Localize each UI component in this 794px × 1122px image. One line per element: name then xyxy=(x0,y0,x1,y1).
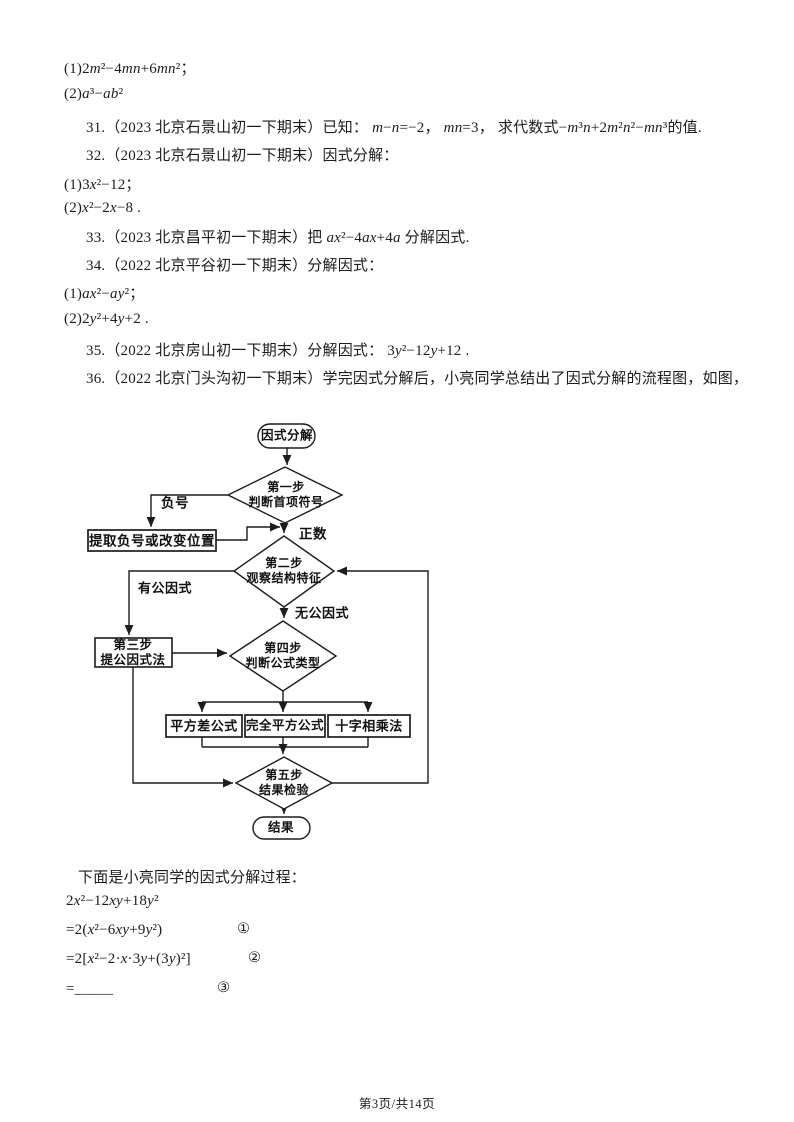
formula-text: (1)2m²−4mn+6mn²； xyxy=(64,61,196,77)
formula-text: 33.（2023 北京昌平初一下期末）把 ax²−4ax+4a 分解因式. xyxy=(86,230,470,246)
formula-text: (2)x²−2x−8 . xyxy=(64,200,142,216)
sq-diff-box-label: 平方差公式 xyxy=(170,718,238,734)
process-step-3: =_____ ③ xyxy=(66,980,230,998)
step5-diamond-label: 第五步 结果检验 xyxy=(258,768,310,797)
formula-text: (1)3x²−12； xyxy=(64,177,141,193)
perfect-sq-box-label: 完全平方公式 xyxy=(245,718,325,733)
step5-diamond xyxy=(234,756,334,810)
perfect-sq-box xyxy=(244,714,326,738)
process-step-1: =2(x²−6xy+9y²) ① xyxy=(66,921,250,939)
exercise-line: 35.（2022 北京房山初一下期末）分解因式： 3y²−12y+12 . xyxy=(86,339,469,360)
formula-text: (2)a³−ab² xyxy=(64,86,124,102)
start-terminator xyxy=(257,423,316,449)
step4-diamond-label: 第四步 判断公式类型 xyxy=(245,641,321,670)
formula-text: =2[x²−2·x·3y+(3y)²] xyxy=(66,951,191,967)
cross-mult-box-label: 十字相乘法 xyxy=(335,718,403,734)
process-step-2: =2[x²−2·x·3y+(3y)²] ② xyxy=(66,950,261,968)
has-common-factor-label: 有公因式 xyxy=(137,580,193,596)
extract-negative-box xyxy=(87,529,217,552)
exercise-line: 31.（2023 北京石景山初一下期末）已知： m−n=−2， mn=3， 求代… xyxy=(86,116,702,137)
start-terminator-label: 因式分解 xyxy=(260,428,314,443)
step3-box xyxy=(94,637,173,668)
formula-text: =2(x²−6xy+9y²) xyxy=(66,922,163,938)
connector-common-factor-branch xyxy=(124,570,234,635)
connector-split-bar xyxy=(202,691,368,703)
intro-text: 下面是小亮同学的因式分解过程： xyxy=(78,870,307,886)
exercise-line: (2)2y²+4y+2 . xyxy=(64,311,149,328)
no-common-factor-label: 无公因式 xyxy=(294,605,350,621)
positive-branch-label: 正数 xyxy=(299,526,327,542)
step-number-badge: ② xyxy=(248,950,262,966)
step3-box-label: 第三步 提公因式法 xyxy=(100,638,166,667)
connector-merge-bar xyxy=(201,737,369,748)
end-terminator-label: 结果 xyxy=(267,820,295,835)
formula-text: 31.（2023 北京石景山初一下期末）已知： m−n=−2， mn=3， 求代… xyxy=(86,120,702,136)
formula-text: 35.（2022 北京房山初一下期末）分解因式： 3y²−12y+12 . xyxy=(86,343,470,359)
step4-diamond xyxy=(228,620,338,692)
exercise-line: 32.（2023 北京石景山初一下期末）因式分解： xyxy=(86,144,399,165)
process-expression: 2x²−12xy+18y² xyxy=(66,893,159,910)
exercise-line: (1)ax²−ay²； xyxy=(64,282,144,303)
formula-text: 34.（2022 北京平谷初一下期末）分解因式： xyxy=(86,258,384,274)
formula-text: 36.（2022 北京门头沟初一下期末）学完因式分解后，小亮同学总结出了因式分解… xyxy=(86,371,749,387)
step1-diamond xyxy=(226,466,344,524)
negative-branch-label: 负号 xyxy=(161,495,189,511)
formula-text: (2)2y²+4y+2 . xyxy=(64,311,149,327)
extract-negative-label: 提取负号或改变位置 xyxy=(89,533,215,549)
exercise-line: (1)2m²−4mn+6mn²； xyxy=(64,57,196,78)
exercise-line: 34.（2022 北京平谷初一下期末）分解因式： xyxy=(86,254,383,275)
end-terminator xyxy=(252,816,311,840)
step2-diamond xyxy=(232,535,336,608)
exercise-line: (1)3x²−12； xyxy=(64,173,141,194)
step1-diamond-label: 第一步 判断首项符号 xyxy=(248,480,324,509)
exercise-line: (2)x²−2x−8 . xyxy=(64,200,141,217)
formula-text: 32.（2023 北京石景山初一下期末）因式分解： xyxy=(86,148,399,164)
connector-feedback-loop xyxy=(332,566,429,784)
step-number-badge: ③ xyxy=(217,980,231,996)
sq-diff-box xyxy=(165,714,243,738)
connector-extract-return xyxy=(216,522,280,541)
connector-negative-branch xyxy=(146,494,228,527)
exercise-line: (2)a³−ab² xyxy=(64,86,123,103)
cross-mult-box xyxy=(327,714,411,738)
exercise-line: 33.（2023 北京昌平初一下期末）把 ax²−4ax+4a 分解因式. xyxy=(86,226,469,247)
formula-text: (1)ax²−ay²； xyxy=(64,286,145,302)
page-number: 第3页/共14页 xyxy=(358,1097,436,1111)
exercise-line: 36.（2022 北京门头沟初一下期末）学完因式分解后，小亮同学总结出了因式分解… xyxy=(86,367,748,388)
step2-diamond-label: 第二步 观察结构特征 xyxy=(246,556,322,585)
formula-text: =_____ xyxy=(66,981,114,997)
connector-step3-step5 xyxy=(132,667,233,788)
formula-text: 2x²−12xy+18y² xyxy=(66,893,159,909)
step-number-badge: ① xyxy=(237,921,251,937)
process-intro: 下面是小亮同学的因式分解过程： xyxy=(78,866,306,887)
